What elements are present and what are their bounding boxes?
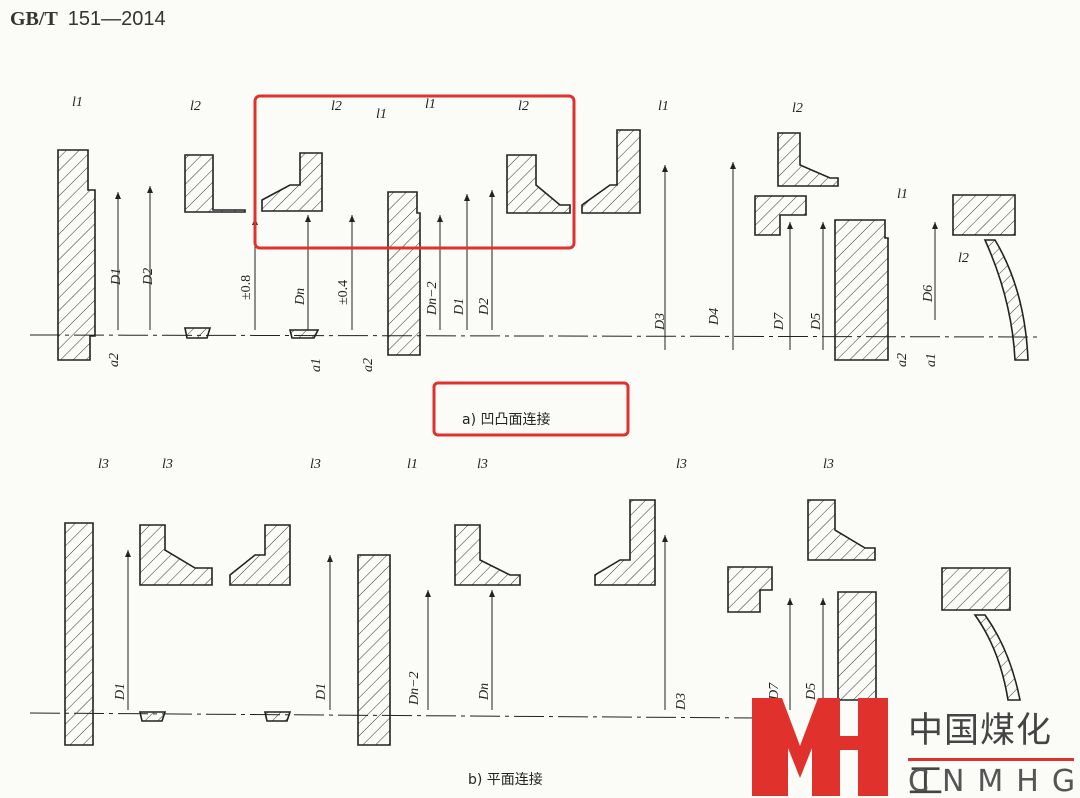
dim-label: a1 (309, 358, 324, 372)
dim-label: ±0.8 (239, 275, 254, 300)
gasket (184, 327, 212, 339)
dim-label: l3 (98, 457, 109, 472)
shell-wall (357, 554, 391, 746)
dim-label: D5 (804, 683, 819, 701)
tube-wall (983, 239, 1029, 361)
dim-label: l2 (958, 251, 969, 266)
dim-label: D2 (141, 268, 156, 286)
dim-label: Dn (293, 288, 308, 306)
flange-section (229, 524, 291, 586)
dim-label: a2 (107, 353, 122, 367)
flange-section (594, 499, 656, 586)
flange-section (454, 524, 521, 586)
center-line (29, 712, 761, 719)
dim-label: Dn (477, 683, 492, 701)
gasket (264, 711, 292, 722)
tube-sheet (727, 566, 773, 613)
dim-label: a2 (361, 358, 376, 372)
dim-label: a2 (895, 353, 910, 367)
dim-label: D2 (477, 298, 492, 316)
dim-label: D1 (314, 683, 329, 701)
dim-label: D7 (767, 682, 782, 701)
dim-label: Dn−2 (425, 281, 440, 316)
standard-header: GB/T 151—2014 (10, 8, 166, 31)
flange-section (261, 152, 323, 212)
tube-wall (973, 614, 1021, 701)
part-a-gap-labels: a2 a1 a2 a2 a1 (107, 353, 939, 372)
dim-label: l2 (518, 99, 529, 114)
dim-label: D7 (772, 312, 787, 331)
dim-label: Dn−2 (407, 671, 422, 706)
standard-number: 151—2014 (67, 8, 166, 30)
dim-label: D1 (452, 298, 467, 316)
part-a-top-labels: l1 l2 l2 l1 l1 l2 l1 l2 l1 l2 (72, 95, 969, 266)
shell-wall (834, 219, 889, 361)
dim-label: l3 (823, 457, 834, 472)
dim-label: D3 (674, 693, 689, 711)
shell-wall (837, 591, 877, 701)
cnmhg-logo: 中国煤化工 CNMHG (750, 698, 1080, 798)
shell-wall (57, 149, 96, 361)
dim-label: l1 (897, 187, 908, 202)
part-b-dimension-labels: D1 D1 Dn−2 Dn D3 D7 D5 (113, 671, 819, 711)
dim-label: D6 (921, 285, 936, 303)
dim-label: l2 (190, 99, 201, 114)
tube-sheet (952, 194, 1016, 236)
dim-label: a1 (924, 353, 939, 367)
caption-a: a) 凹凸面连接 (462, 411, 551, 428)
dim-label: D4 (707, 308, 722, 326)
tube-sheet (754, 195, 807, 236)
dim-label: ±0.4 (336, 280, 351, 305)
dim-label: l1 (425, 97, 436, 112)
caption-b: b) 平面连接 (468, 771, 543, 788)
gasket (288, 329, 320, 339)
center-line (29, 334, 1041, 338)
dim-label: D5 (809, 313, 824, 331)
flange-section (506, 154, 571, 214)
dim-label: l1 (407, 457, 418, 472)
dim-label: l2 (331, 99, 342, 114)
dim-label: D1 (109, 268, 124, 286)
shell-wall (64, 522, 94, 746)
shell-wall (387, 191, 421, 356)
logo-english-text: CNMHG (908, 764, 1080, 798)
logo-chinese-text: 中国煤化工 (908, 711, 1053, 798)
caption-highlight-frame (432, 381, 630, 437)
logo-mark (752, 698, 888, 796)
dim-label: l1 (658, 99, 669, 114)
dim-label: D1 (113, 683, 128, 701)
tube-sheet (941, 567, 1011, 611)
standard-prefix: GB/T (10, 8, 58, 30)
dim-label: l2 (792, 101, 803, 116)
dim-label: l3 (310, 457, 321, 472)
dim-label: l3 (676, 457, 687, 472)
dim-label: D3 (653, 313, 668, 331)
part-b-top-labels: l3 l3 l3 l1 l3 l3 l3 (98, 457, 834, 472)
part-a-dimension-labels: D1 D2 ±0.8 Dn ±0.4 Dn−2 D1 D2 D3 D4 D7 D… (109, 268, 936, 331)
logo-divider (908, 758, 1074, 761)
dim-label: l3 (162, 457, 173, 472)
dim-label: l1 (376, 107, 387, 122)
flange-section (581, 129, 641, 214)
flange-section (807, 499, 876, 561)
dim-label: l3 (477, 457, 488, 472)
flange-section (777, 132, 839, 187)
flange-section (139, 524, 213, 586)
dim-label: l1 (72, 95, 83, 110)
highlight-frame (253, 94, 576, 250)
flange-section (184, 154, 246, 213)
